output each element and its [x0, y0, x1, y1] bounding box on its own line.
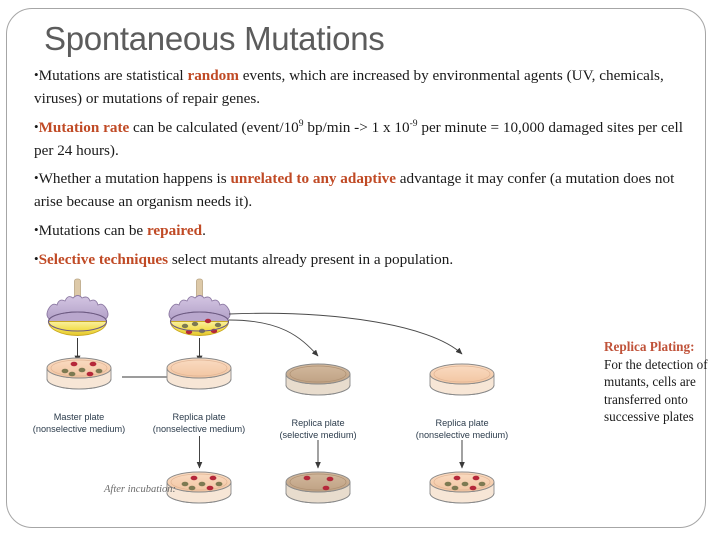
bullet-item-3: •Whether a mutation happens is unrelated… [34, 167, 694, 213]
bullet-3-highlight: unrelated to any adaptive [230, 170, 396, 188]
bullet-4-text-pre: Mutations can be [38, 222, 147, 240]
petri-dish-after-incubation-nonselective-1 [166, 471, 232, 504]
plate-label-replica-3-medium: (nonselective medium) [415, 429, 509, 440]
bullet-2-superscript-1: 9 [298, 117, 304, 129]
plate-label-master: Master plate (nonselective medium) [30, 412, 128, 436]
bullet-3-text-pre: Whether a mutation happens is [38, 170, 231, 188]
petri-dish-master-plate [46, 357, 112, 390]
plate-label-master-medium: (nonselective medium) [32, 423, 126, 434]
petri-dish-replica-nonselective-top [166, 357, 232, 390]
bullet-4-highlight: repaired [146, 222, 203, 240]
colonies-master-plate [61, 361, 103, 377]
velvet-stamp-replica [168, 278, 231, 336]
plate-label-replica-1-name: Replica plate [172, 412, 226, 422]
replica-plating-illustration [46, 278, 495, 504]
replica-plating-diagram: Master plate (nonselective medium) Repli… [30, 276, 570, 534]
plate-label-replica-2-medium: (selective medium) [279, 429, 357, 440]
plate-label-replica-1-medium: (nonselective medium) [152, 423, 246, 434]
petri-dish-after-incubation-selective [285, 471, 351, 504]
replica-plating-note-body: For the detection of mutants, cells are … [604, 356, 708, 425]
bullet-4-text-post: . [202, 222, 206, 240]
petri-dish-replica-nonselective-right-top [429, 363, 495, 396]
colonies-after-incubation-2 [444, 475, 486, 491]
plate-label-replica-nonselective-1: Replica plate (nonselective medium) [150, 412, 248, 436]
bullet-item-1: •Mutations are statistical random events… [34, 64, 694, 110]
plate-label-master-name: Master plate [53, 412, 105, 422]
plate-label-replica-selective: Replica plate (selective medium) [269, 418, 367, 442]
bullet-1-text-post: events, which are increased by environme… [34, 67, 664, 108]
bullet-5-highlight: Selective techniques [38, 250, 169, 268]
colonies-after-incubation-selective [303, 475, 334, 491]
bullet-5-text-post: select mutants already present in a popu… [168, 250, 454, 268]
bullet-1-highlight: random [187, 67, 239, 84]
bullet-item-5: •Selective techniques select mutants alr… [34, 248, 694, 271]
plate-label-replica-2-name: Replica plate [291, 418, 345, 428]
colonies-after-incubation-1 [181, 475, 223, 491]
replica-plating-note: Replica Plating: For the detection of mut… [604, 338, 712, 426]
bullet-list: •Mutations are statistical random events… [34, 64, 694, 276]
bullet-2-highlight: Mutation rate [38, 118, 130, 136]
arrow-to-selective-plate [228, 319, 319, 357]
bullet-2-text-a: can be calculated (event/10 [129, 118, 299, 136]
bullet-2-text-b: bp/min -> 1 x 10 [303, 118, 410, 136]
velvet-stamp-master [46, 278, 109, 336]
bullet-1-text-pre: Mutations are statistical [38, 67, 188, 84]
plate-label-replica-nonselective-2: Replica plate (nonselective medium) [413, 418, 511, 442]
arrow-to-nonselective-plate [228, 312, 463, 355]
bullet-marker-icon: • [34, 170, 39, 186]
bullet-marker-icon: • [34, 67, 39, 82]
bullet-marker-icon: • [34, 118, 39, 134]
bullet-item-4: •Mutations can be repaired. [34, 219, 694, 242]
petri-dish-replica-selective-top [285, 363, 351, 396]
plate-label-replica-3-name: Replica plate [435, 418, 489, 428]
bullet-marker-icon: • [34, 222, 39, 238]
bullet-2-superscript-2: -9 [409, 117, 418, 129]
petri-dish-after-incubation-nonselective-2 [429, 471, 495, 504]
page-title: Spontaneous Mutations [44, 20, 385, 57]
bullet-2-text-c: per minute = 10,000 damaged sites per ce… [34, 118, 683, 159]
bullet-marker-icon: • [34, 250, 39, 266]
after-incubation-label: After incubation: [104, 484, 177, 495]
bullet-3-text-post: advantage it may confer (a mutation does… [34, 170, 675, 211]
bullet-item-2: •Mutation rate can be calculated (event/… [34, 116, 694, 162]
replica-plating-note-heading: Replica Plating: [604, 339, 695, 354]
